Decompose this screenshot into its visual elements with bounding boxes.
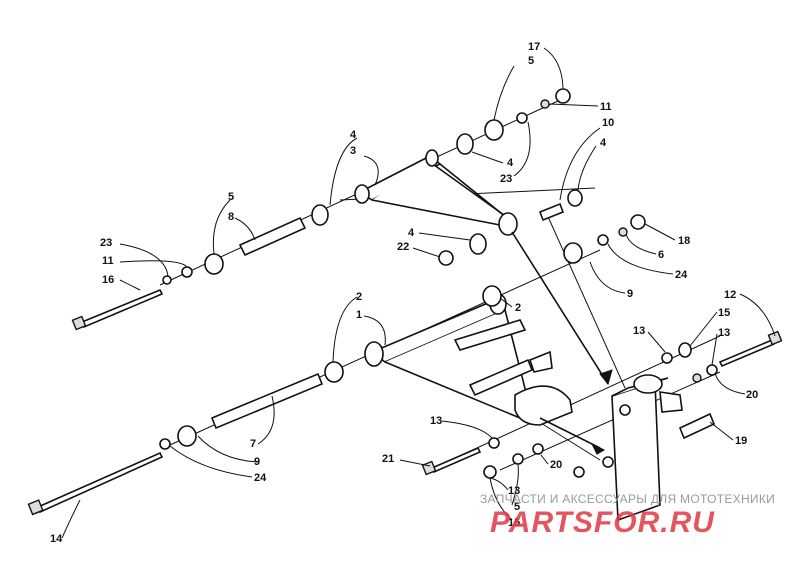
spindle-upright (602, 374, 683, 522)
callout-13: 13 (508, 485, 520, 497)
leader-lines (61, 47, 776, 539)
callout-labels: 17 5 11 10 4 3 4 23 4 5 8 18 4 6 22 24 2… (50, 41, 758, 545)
upper-a-arm (354, 149, 518, 236)
callout-23: 23 (100, 237, 112, 249)
callout-24: 24 (675, 269, 688, 281)
callout-5: 5 (528, 55, 534, 67)
callout-20: 20 (746, 389, 758, 401)
callout-2: 2 (356, 291, 362, 303)
callout-9: 9 (627, 288, 633, 300)
callout-13: 13 (718, 327, 730, 339)
callout-8: 8 (228, 211, 234, 223)
callout-4: 4 (600, 137, 607, 149)
callout-18: 18 (678, 235, 690, 247)
callout-9: 9 (254, 456, 260, 468)
callout-24: 24 (254, 472, 267, 484)
callout-13: 13 (633, 325, 645, 337)
callout-11: 11 (102, 255, 114, 267)
callout-13: 13 (430, 415, 442, 427)
callout-14: 14 (50, 533, 63, 545)
callout-20: 20 (550, 459, 562, 471)
lower-a-arm (364, 293, 573, 426)
callout-22: 22 (397, 241, 409, 253)
callout-12: 12 (724, 289, 736, 301)
callout-16: 16 (102, 274, 114, 286)
callout-2: 2 (515, 302, 521, 314)
callout-15: 15 (718, 307, 730, 319)
watermark-subtitle: ЗАПЧАСТИ И АКСЕССУАРЫ ДЛЯ МОТОТЕХНИКИ (480, 492, 775, 506)
callout-3: 3 (350, 145, 356, 157)
callout-17: 17 (528, 41, 540, 53)
callout-5: 5 (514, 501, 520, 513)
callout-4: 4 (408, 227, 415, 239)
callout-5: 5 (228, 191, 234, 203)
callout-7: 7 (250, 438, 256, 450)
callout-10: 10 (602, 117, 614, 129)
callout-23: 23 (500, 173, 512, 185)
callout-4: 4 (507, 157, 514, 169)
assembly-arrows (511, 231, 613, 455)
callout-21: 21 (382, 453, 394, 465)
watermark-brand: PARTSFOR.RU (490, 506, 715, 539)
callout-19: 19 (735, 435, 747, 447)
callout-4: 4 (350, 129, 357, 141)
shafts-and-bolts (27, 202, 783, 516)
callout-1: 1 (356, 309, 362, 321)
callout-6: 6 (658, 249, 664, 261)
callout-15: 15 (508, 517, 520, 529)
bushings-washers-nuts (159, 88, 718, 479)
watermark: ЗАПЧАСТИ И АКСЕССУАРЫ ДЛЯ МОТОТЕХНИКИ PA… (480, 492, 775, 539)
callout-11: 11 (600, 101, 612, 113)
